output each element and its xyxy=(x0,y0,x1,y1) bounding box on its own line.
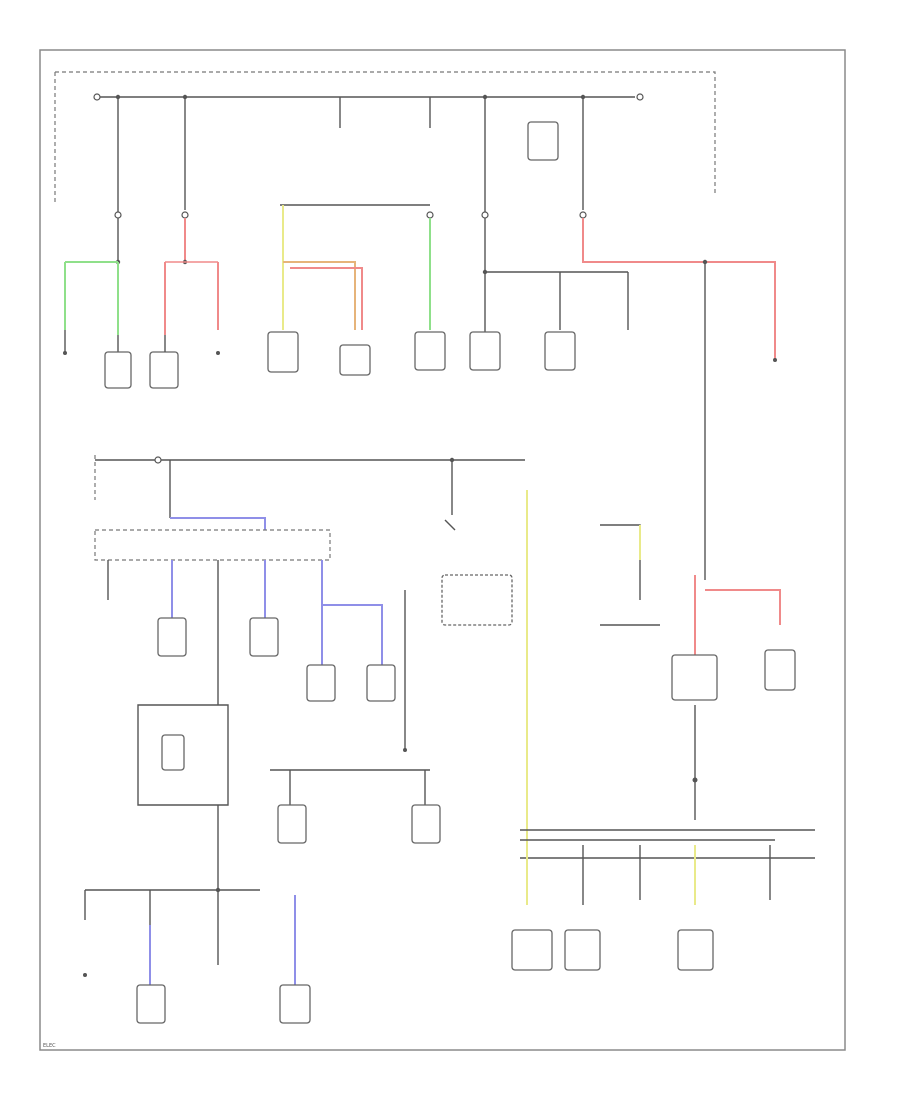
component-box xyxy=(157,617,187,657)
component-box xyxy=(511,929,553,971)
component-box xyxy=(136,984,166,1024)
diagram-frame xyxy=(39,49,846,1051)
fuse-icon xyxy=(154,456,162,464)
component-box xyxy=(161,734,185,771)
component-box xyxy=(411,804,441,844)
component-box xyxy=(764,649,796,691)
top-section xyxy=(54,71,777,580)
connector xyxy=(114,211,122,219)
relay-icon xyxy=(671,654,718,701)
component-box xyxy=(279,984,311,1024)
component-box xyxy=(544,331,576,371)
connector xyxy=(481,211,489,219)
relay-icon xyxy=(441,574,513,626)
component-box xyxy=(366,664,396,702)
component-box xyxy=(267,331,299,373)
fuse-icon xyxy=(93,93,101,101)
bottom-section xyxy=(83,590,815,1024)
component-box xyxy=(277,804,307,844)
component-box xyxy=(469,331,501,371)
component-box xyxy=(564,929,601,971)
connector xyxy=(181,211,189,219)
fuse-icon xyxy=(636,93,644,101)
component-box xyxy=(104,351,132,389)
component-box xyxy=(306,664,336,702)
component-box xyxy=(414,331,446,371)
page-label: ELEC xyxy=(43,1043,56,1049)
connector xyxy=(579,211,587,219)
connector xyxy=(426,211,434,219)
component-box xyxy=(149,351,179,389)
component-box xyxy=(677,929,714,971)
component-box xyxy=(249,617,279,657)
relay-icon xyxy=(527,121,559,161)
middle-section xyxy=(94,455,796,905)
component-box xyxy=(339,344,371,376)
